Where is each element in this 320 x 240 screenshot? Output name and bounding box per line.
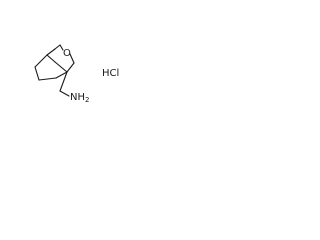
amine-label: NH2	[70, 92, 89, 104]
bond-c8-c1	[34, 54, 48, 68]
bond-c7-c8	[34, 66, 40, 81]
amine-subscript: 2	[85, 96, 89, 104]
amine-nh-text: NH	[70, 92, 85, 103]
bond-c5-c6	[55, 71, 68, 79]
bond-c1-c2	[46, 48, 56, 56]
bond-bridge-top	[46, 54, 56, 63]
structure-diagram: O NH2 HCl	[34, 44, 119, 104]
methylamine-chain	[59, 71, 70, 97]
bond-c2-c3	[54, 44, 61, 50]
bond-c4-c5	[66, 62, 75, 73]
bond-ch2-n	[59, 90, 70, 97]
bond-o-c4	[69, 53, 75, 64]
oxygen-atom-label: O	[63, 48, 71, 59]
hcl-salt-label: HCl	[102, 68, 119, 79]
bond-c5-ch2	[59, 71, 68, 92]
bond-c6-c7	[38, 77, 57, 81]
bond-bridge-bottom	[54, 61, 68, 73]
bicyclic-ring	[34, 44, 75, 81]
bond-c3-o	[59, 44, 64, 51]
